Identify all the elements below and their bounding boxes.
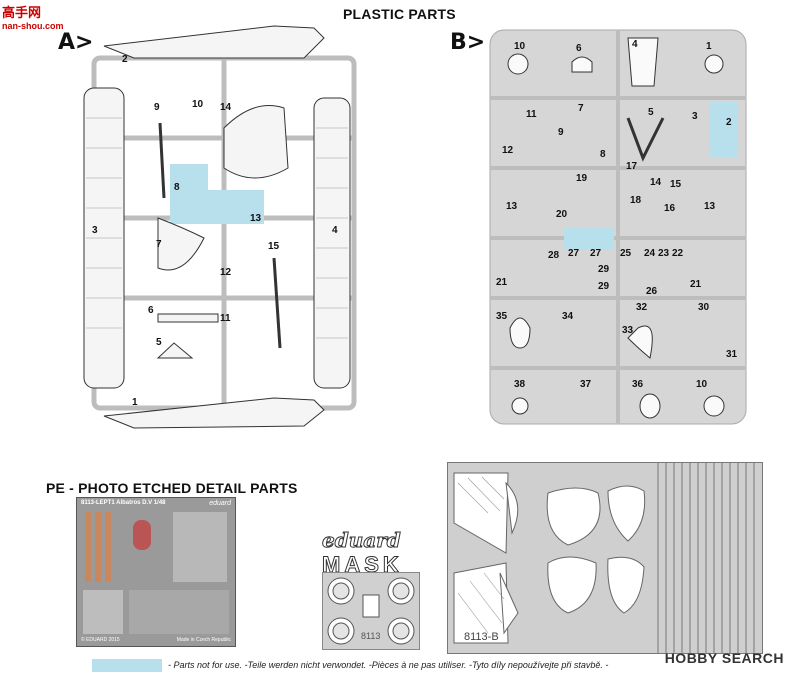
pe-seat-part xyxy=(133,520,151,550)
a-part-7: 7 xyxy=(156,239,162,250)
b-part-19: 19 xyxy=(576,173,588,184)
a-part-4: 4 xyxy=(332,225,338,236)
a-part-10: 10 xyxy=(192,99,204,110)
site-logo-url: nan-shou.com xyxy=(2,21,64,31)
b-part-27-b: 27 xyxy=(590,248,602,259)
pe-sheet-name: Albatros D.V xyxy=(116,500,153,506)
b-part-17: 17 xyxy=(626,161,638,172)
plastic-parts-title: PLASTIC PARTS xyxy=(343,6,456,22)
b-part-8: 8 xyxy=(600,149,606,160)
b-part-34: 34 xyxy=(562,311,574,322)
pe-belt-1 xyxy=(85,512,91,582)
a-part-13: 13 xyxy=(250,213,262,224)
mask-large-shapes xyxy=(453,463,755,653)
pe-sheet: 8113-LEPT1 Albatros D.V 1/48 eduard Made… xyxy=(76,497,236,647)
mask-code-large: 8113-B xyxy=(464,631,499,643)
b-part-6: 6 xyxy=(576,43,582,54)
b-part-26: 26 xyxy=(646,286,658,297)
a-part-8: 8 xyxy=(174,182,180,193)
b-part-18: 18 xyxy=(630,195,642,206)
b-part-35: 35 xyxy=(496,311,508,322)
b-part-10: 10 xyxy=(514,41,526,52)
pe-panel-part xyxy=(173,512,227,582)
mask-brand: eduard xyxy=(322,528,402,553)
b-part-32: 32 xyxy=(636,302,648,313)
site-logo: 高手网 nan-shou.com xyxy=(2,2,64,31)
mask-sheet-small: 8113 xyxy=(322,572,420,650)
pe-small-parts xyxy=(129,590,229,634)
b-part-29-a: 29 xyxy=(598,264,610,275)
b-part-24: 24 xyxy=(644,248,656,259)
sprue-b-frame xyxy=(489,29,747,425)
mask-code-small: 8113 xyxy=(361,631,381,641)
pe-sheet-scale: 1/48 xyxy=(153,500,166,506)
a-part-11: 11 xyxy=(220,313,231,324)
b-part-11: 11 xyxy=(526,109,537,120)
b-part-12: 12 xyxy=(502,145,514,156)
pe-belt-2 xyxy=(95,512,101,582)
a-part-14: 14 xyxy=(220,102,232,113)
a-part-15: 15 xyxy=(268,241,280,252)
b-part-20: 20 xyxy=(556,209,568,220)
pe-sheet-brand: eduard xyxy=(209,500,231,507)
a-part-6: 6 xyxy=(148,305,154,316)
b-part-21-right: 21 xyxy=(690,279,702,290)
b-part-10-bottom: 10 xyxy=(696,379,708,390)
b-part-7: 7 xyxy=(578,103,584,114)
b-part-16: 16 xyxy=(664,203,676,214)
sprue-a-label: A> xyxy=(58,30,94,55)
b-part-28: 28 xyxy=(548,250,560,261)
b-part-29-b: 29 xyxy=(598,281,610,292)
b-part-14: 14 xyxy=(650,177,662,188)
b-part-30: 30 xyxy=(698,302,710,313)
a-part-1: 1 xyxy=(132,397,138,408)
b-part-23: 23 xyxy=(658,248,670,259)
a-part-2: 2 xyxy=(122,54,128,65)
b-part-37: 37 xyxy=(580,379,592,390)
b-part-36: 36 xyxy=(632,379,644,390)
b-part-38: 38 xyxy=(514,379,526,390)
mask-small-shapes xyxy=(327,577,415,645)
b-part-25: 25 xyxy=(620,248,632,259)
pe-parts-title: PE - PHOTO ETCHED DETAIL PARTS xyxy=(46,480,298,496)
pe-sheet-copyright: © EDUARD 2015 xyxy=(81,637,120,643)
b-part-4: 4 xyxy=(632,39,638,50)
b-part-9: 9 xyxy=(558,127,564,138)
a-part-9: 9 xyxy=(154,102,160,113)
mask-logo: eduard MASK xyxy=(322,528,403,578)
pe-belt-3 xyxy=(105,512,111,582)
sprue-a-frame xyxy=(83,25,357,429)
b-part-22: 22 xyxy=(672,248,684,259)
pe-sheet-code: 8113-LEPT1 xyxy=(81,500,115,506)
a-part-5: 5 xyxy=(156,337,162,348)
b-part-1: 1 xyxy=(706,41,712,52)
a-part-12: 12 xyxy=(220,267,232,278)
b-part-15: 15 xyxy=(670,179,682,190)
not-for-use-legend: - Parts not for use. -Teile werden nicht… xyxy=(168,660,609,670)
b-part-27-a: 27 xyxy=(568,248,580,259)
site-logo-cn: 高手网 xyxy=(2,5,42,20)
b-part-33: 33 xyxy=(622,325,634,336)
b-part-13-right: 13 xyxy=(704,201,716,212)
b-part-2: 2 xyxy=(726,117,732,128)
b-part-3: 3 xyxy=(692,111,698,122)
pe-grid-part xyxy=(83,590,123,634)
sprue-b-label: B> xyxy=(450,30,486,55)
a-part-3: 3 xyxy=(92,225,98,236)
b-part-21-left: 21 xyxy=(496,277,508,288)
mask-sheet-large: 8113-B xyxy=(447,462,763,654)
b-part-13-left: 13 xyxy=(506,201,518,212)
hobby-search-watermark: HOBBY SEARCH xyxy=(664,650,784,666)
b-part-5: 5 xyxy=(648,107,654,118)
not-for-use-swatch xyxy=(92,659,162,672)
pe-sheet-made: Made in Czech Republic xyxy=(176,637,231,643)
b-part-31: 31 xyxy=(726,349,738,360)
